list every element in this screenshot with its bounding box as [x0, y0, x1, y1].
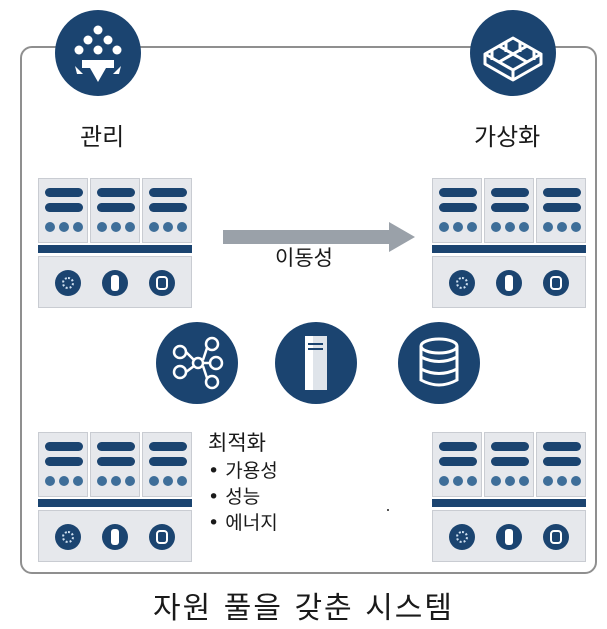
virtualization-icon: [470, 10, 556, 96]
virtualization-label: 가상화: [474, 123, 541, 151]
storage-device-icon: [275, 322, 357, 404]
server-rack-top-left: [38, 178, 192, 308]
dot-mark: [387, 509, 389, 511]
mobility-label: 이동성: [275, 246, 333, 270]
list-item: 성능: [208, 484, 278, 510]
network-icon: [156, 322, 238, 404]
caption: 자원 풀을 갖춘 시스템: [152, 591, 454, 626]
server-rack-bottom-right: [432, 432, 586, 562]
management-icon: [55, 10, 141, 96]
server-rack-bottom-left: [38, 432, 192, 562]
mobility-arrow: [223, 230, 391, 244]
database-icon: [398, 322, 480, 404]
optimization-list: 최적화 가용성 성능 에너지: [208, 430, 278, 536]
optimization-title: 최적화: [208, 431, 266, 455]
system-frame: [20, 46, 597, 574]
management-label: 관리: [80, 123, 125, 151]
list-item: 가용성: [208, 458, 277, 484]
list-item: 에너지: [208, 510, 277, 536]
server-rack-top-right: [432, 178, 586, 308]
mobility-arrow-head: [389, 222, 415, 252]
